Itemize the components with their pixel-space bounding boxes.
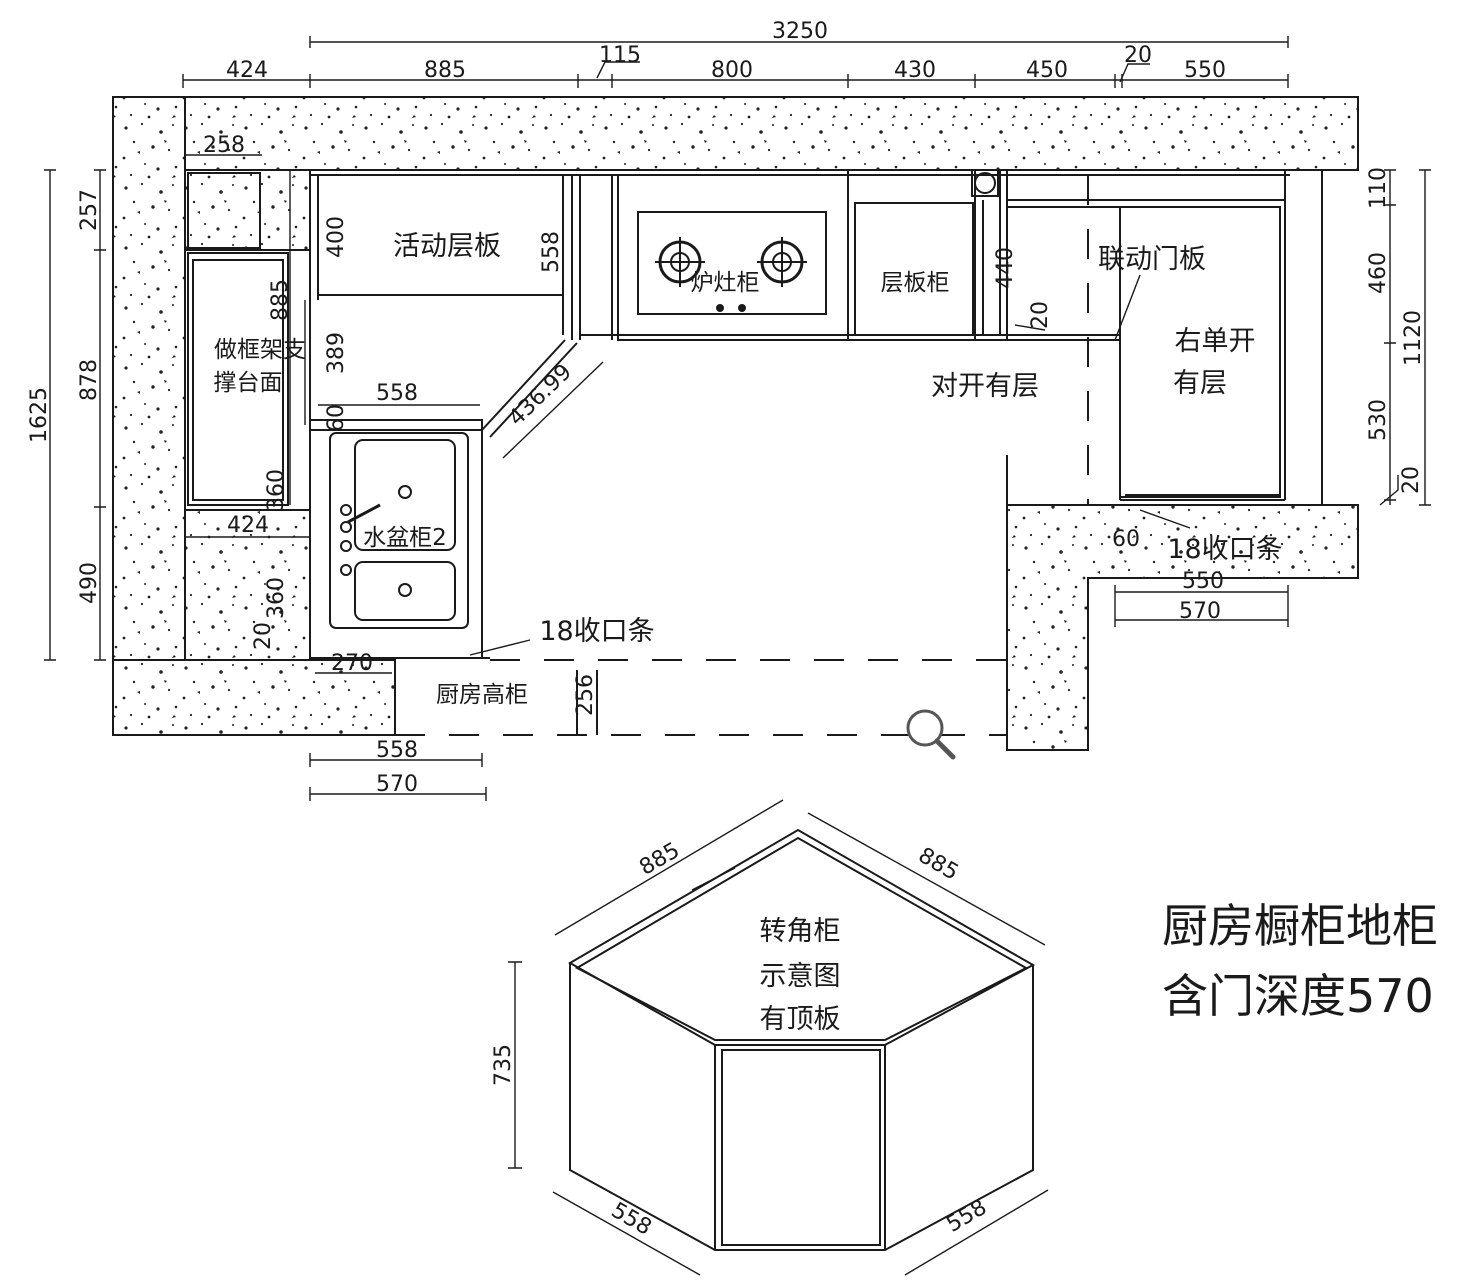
sink-cabinet (309, 419, 483, 659)
dim-878: 878 (77, 359, 102, 401)
dim-257: 257 (77, 189, 102, 231)
dim-1625: 1625 (27, 387, 52, 443)
corner-cabinet-sketch (508, 799, 1049, 1276)
corner-label-1: 转角柜 (760, 916, 841, 947)
dim-800: 800 (711, 58, 753, 83)
label-double-shelf: 对开有层 (931, 371, 1039, 402)
label-right-single: 右单开 (1175, 326, 1256, 357)
label-frame-support-2: 撑台面 (214, 370, 283, 396)
corner-base-2: 558 (942, 1195, 991, 1238)
dim-430: 430 (894, 58, 936, 83)
dim-20i: 20 (1028, 301, 1053, 329)
corner-label-3: 有顶板 (760, 1004, 841, 1035)
dim-550b: 550 (1182, 569, 1224, 594)
dim-530: 530 (1366, 399, 1391, 441)
countertop (112, 96, 1359, 751)
dim-885: 885 (424, 58, 466, 83)
dim-110: 110 (1366, 167, 1391, 209)
dim-bottom-558: 558 (376, 738, 418, 763)
dim-258: 258 (203, 133, 245, 158)
dim-490: 490 (77, 562, 102, 604)
corner-height: 735 (491, 1044, 516, 1086)
stove-cabinet (617, 174, 849, 341)
note-line-1: 厨房橱柜地柜 (1162, 899, 1438, 953)
magnifier-icon[interactable] (906, 709, 956, 760)
stove-burners (655, 237, 807, 312)
dim-424h: 424 (227, 513, 269, 538)
tall-cabinet-area (310, 657, 1007, 736)
label-tall-cabinet: 厨房高柜 (436, 682, 528, 708)
corner-edge-2: 885 (914, 843, 963, 886)
dim-424: 424 (226, 58, 268, 83)
corner-label-2: 示意图 (760, 961, 841, 992)
dim-bottom-570: 570 (376, 772, 418, 797)
dim-1120: 1120 (1401, 310, 1426, 366)
room-labels: 活动层板 炉灶柜 层板柜 联动门板 右单开 有层 对开有层 做框架支 撑台面 水… (214, 231, 1283, 708)
dim-558: 558 (376, 381, 418, 406)
note: 厨房橱柜地柜 含门深度570 (1162, 899, 1438, 1023)
dim-558-vertical: 558 (539, 231, 564, 273)
corner-edge-1: 885 (635, 838, 684, 881)
label-stove-cabinet: 炉灶柜 (691, 270, 760, 296)
dim-550: 550 (1184, 58, 1226, 83)
dim-360b: 360 (264, 577, 289, 619)
dim-60r: 60 (1112, 527, 1140, 552)
label-frame-support-1: 做框架支 (214, 337, 306, 363)
dim-115: 115 (599, 43, 641, 68)
dim-389: 389 (324, 332, 349, 374)
label-has-shelf: 有层 (1173, 368, 1227, 399)
label-movable-shelf: 活动层板 (393, 231, 501, 262)
dim-450: 450 (1026, 58, 1068, 83)
dim-885v: 885 (268, 279, 293, 321)
dim-60: 60 (324, 404, 349, 432)
dim-270: 270 (331, 651, 373, 676)
corner-base-1: 558 (607, 1198, 656, 1241)
shelf-cabinet (854, 202, 974, 336)
label-shelf-cabinet: 层板柜 (881, 270, 950, 296)
dim-570b: 570 (1179, 599, 1221, 624)
corner-diagonal (310, 339, 578, 438)
label-trim-strip-right: 18收口条 (1167, 534, 1282, 565)
note-line-2: 含门深度570 (1162, 969, 1434, 1023)
label-trim-strip-left: 18收口条 (539, 616, 654, 647)
dim-overall: 3250 (772, 19, 828, 44)
dim-20r: 20 (1399, 466, 1424, 494)
dim-440: 440 (993, 247, 1018, 289)
dim-460: 460 (1366, 252, 1391, 294)
top-cabinet-run (309, 169, 1323, 505)
dim-400: 400 (324, 216, 349, 258)
dim-256: 256 (573, 674, 598, 716)
label-linked-door: 联动门板 (1098, 244, 1206, 275)
dim-20: 20 (1124, 43, 1152, 68)
dim-360a: 360 (264, 469, 289, 511)
frame-support-area (187, 252, 289, 506)
label-sink-cabinet: 水盆柜2 (363, 525, 447, 551)
dimension-lines (44, 36, 1431, 801)
dim-20l: 20 (251, 622, 276, 650)
